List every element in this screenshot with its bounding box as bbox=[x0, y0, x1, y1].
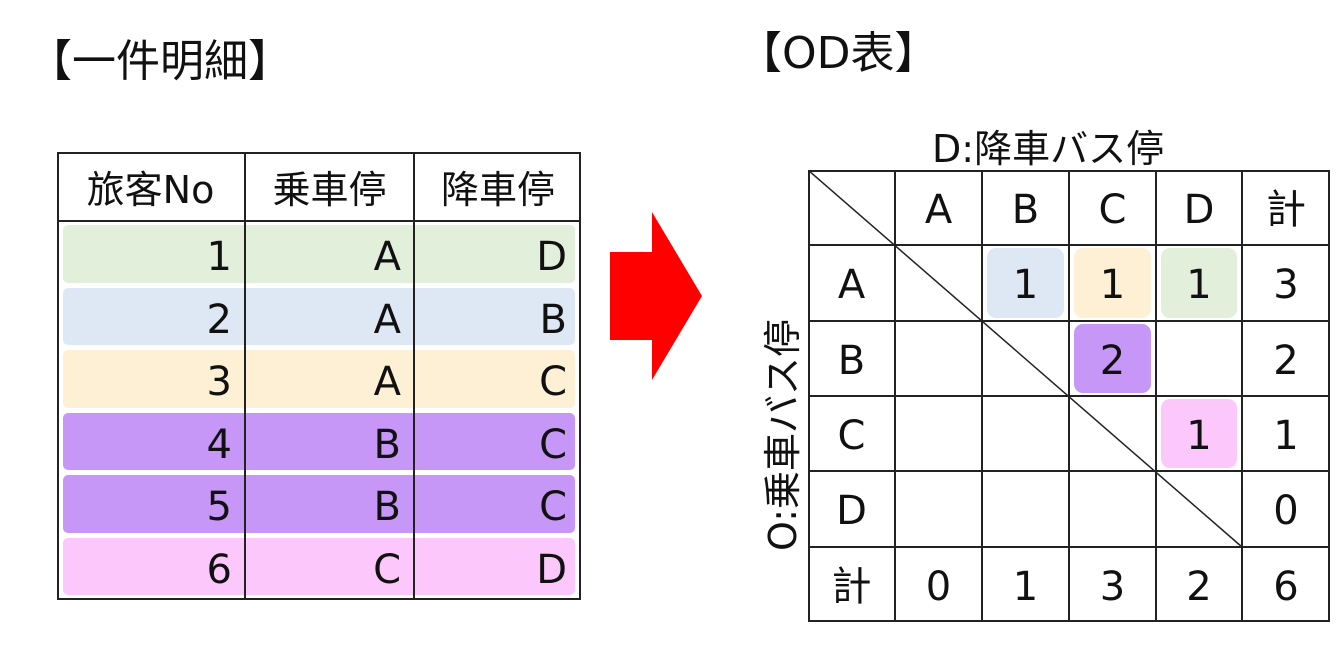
row-highlight bbox=[63, 537, 575, 595]
cell-highlight bbox=[1161, 399, 1237, 468]
header-divider bbox=[57, 220, 581, 222]
col-header: C bbox=[1098, 186, 1127, 233]
diagonal-line bbox=[808, 170, 1243, 548]
cell-alighting-stop: B bbox=[539, 296, 567, 343]
row-highlight bbox=[63, 287, 575, 345]
cell-highlight bbox=[1161, 248, 1237, 318]
row-highlight bbox=[63, 350, 575, 408]
od-cell: 3 bbox=[1099, 563, 1126, 610]
right-arrow-icon bbox=[610, 212, 702, 380]
od-cell: 1 bbox=[1012, 563, 1039, 610]
row-highlight bbox=[63, 412, 575, 470]
boarding-axis-label: O:乗車バス停 bbox=[761, 318, 805, 551]
cell-highlight bbox=[987, 248, 1064, 318]
od-cell: 0 bbox=[1273, 488, 1299, 534]
od-cell: 2 bbox=[1099, 337, 1126, 384]
od-cell: 1 bbox=[1099, 262, 1126, 308]
row-highlight bbox=[63, 475, 575, 533]
column-divider bbox=[413, 152, 415, 600]
header-passenger-no: 旅客No bbox=[86, 167, 215, 212]
cell-alighting-stop: C bbox=[539, 359, 567, 405]
header-alighting-stop: 降車停 bbox=[440, 167, 555, 212]
grid-line bbox=[1241, 170, 1243, 622]
od-table-title: 【OD表】 bbox=[738, 28, 939, 79]
row-header: 計 bbox=[831, 563, 872, 610]
cell-boarding-stop: A bbox=[373, 234, 401, 280]
cell-passenger-no: 4 bbox=[206, 421, 232, 468]
detail-table-title: 【一件明細】 bbox=[28, 36, 292, 87]
col-header: A bbox=[924, 186, 953, 233]
od-cell: 0 bbox=[925, 563, 952, 610]
row-highlight bbox=[63, 225, 575, 283]
od-cell: 3 bbox=[1273, 262, 1299, 308]
col-header: 計 bbox=[1266, 186, 1306, 233]
cell-boarding-stop: B bbox=[373, 484, 401, 530]
cell-passenger-no: 3 bbox=[206, 359, 232, 405]
cell-boarding-stop: A bbox=[373, 296, 401, 343]
od-cell: 1 bbox=[1186, 262, 1212, 308]
row-header: D bbox=[836, 488, 867, 534]
cell-boarding-stop: C bbox=[373, 546, 401, 593]
col-header: B bbox=[1011, 186, 1040, 233]
cell-passenger-no: 2 bbox=[206, 296, 232, 343]
cell-boarding-stop: A bbox=[373, 359, 401, 405]
od-cell: 1 bbox=[1273, 412, 1299, 459]
cell-alighting-stop: C bbox=[539, 484, 567, 530]
grid-line bbox=[808, 546, 1330, 548]
od-cell: 2 bbox=[1186, 563, 1212, 610]
row-header: B bbox=[837, 337, 866, 384]
grid-line bbox=[808, 470, 1330, 472]
cell-alighting-stop: D bbox=[536, 234, 567, 280]
cell-passenger-no: 6 bbox=[206, 546, 232, 593]
cell-passenger-no: 5 bbox=[206, 484, 232, 530]
cell-boarding-stop: B bbox=[373, 421, 401, 468]
grid-line bbox=[808, 395, 1330, 397]
row-header: A bbox=[837, 262, 866, 308]
cell-highlight bbox=[1074, 324, 1151, 393]
grid-line bbox=[1155, 170, 1157, 622]
alighting-axis-label: D:降車バス停 bbox=[932, 127, 1165, 171]
od-cell: 6 bbox=[1273, 563, 1299, 610]
od-cell: 1 bbox=[1186, 412, 1212, 459]
cell-alighting-stop: C bbox=[539, 421, 567, 468]
od-cell: 2 bbox=[1273, 337, 1299, 384]
cell-passenger-no: 1 bbox=[206, 234, 232, 280]
column-divider bbox=[244, 152, 246, 600]
cell-highlight bbox=[1074, 248, 1151, 318]
header-boarding-stop: 乗車停 bbox=[272, 167, 387, 212]
cell-alighting-stop: D bbox=[536, 546, 567, 593]
row-header: C bbox=[837, 412, 866, 459]
od-cell: 1 bbox=[1012, 262, 1039, 308]
col-header: D bbox=[1183, 186, 1215, 233]
